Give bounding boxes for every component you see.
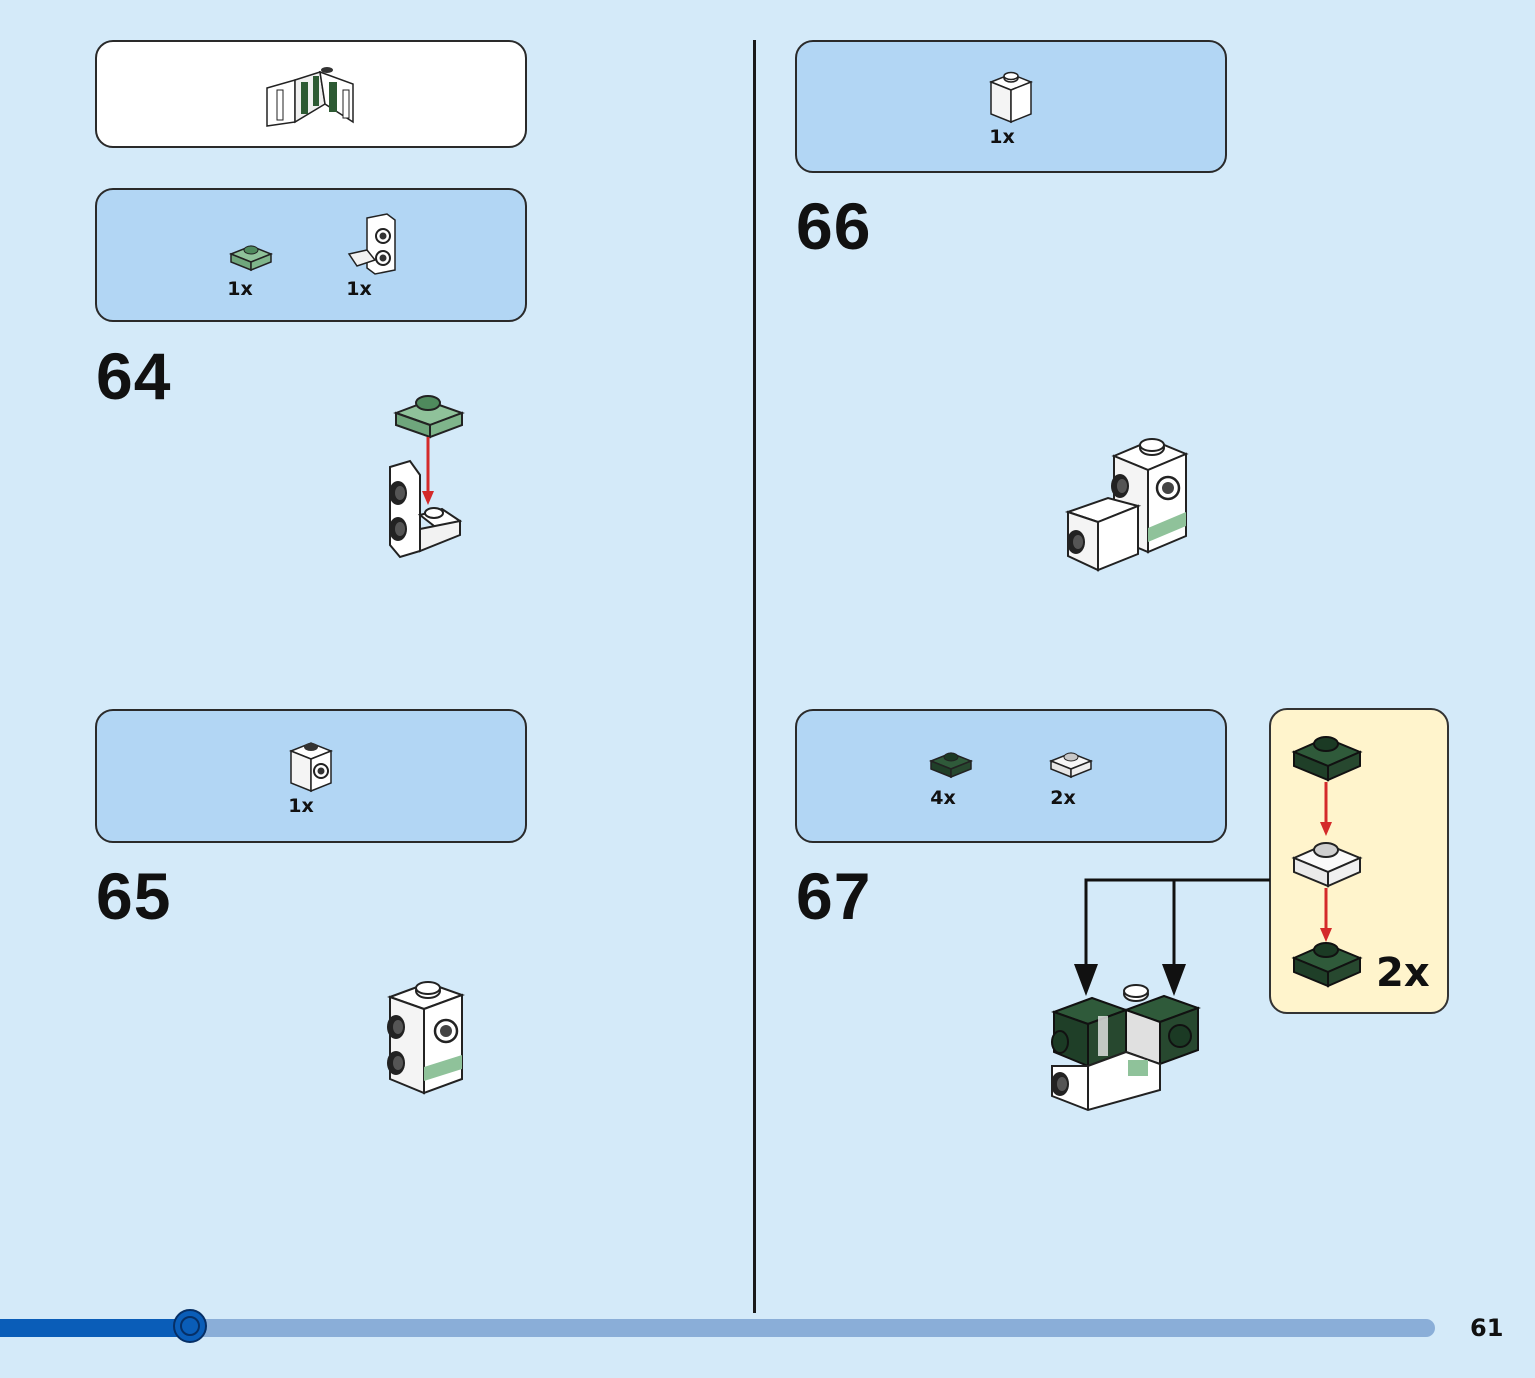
white-brick-1x1-icon — [988, 71, 1034, 124]
page-number: 61 — [1470, 1314, 1504, 1342]
progress-fill — [0, 1319, 192, 1337]
part-qty: 4x — [930, 787, 956, 809]
parts-list-step-66: 1x — [795, 40, 1227, 173]
parts-list-step-65: 1x — [95, 709, 527, 843]
step-number: 64 — [96, 339, 172, 413]
part-qty: 1x — [346, 278, 372, 300]
callout-connector-arrows — [1074, 878, 1270, 996]
subassembly-stack-illustration — [1291, 736, 1363, 988]
progress-bar — [0, 1309, 1435, 1343]
submodel-preview — [95, 40, 527, 148]
parts-list-step-67: 4x 2x — [795, 709, 1227, 843]
progress-knob — [173, 1309, 207, 1343]
part-qty: 1x — [227, 278, 253, 300]
part-qty: 2x — [1050, 787, 1076, 809]
part-qty: 1x — [288, 795, 314, 817]
step-number: 66 — [796, 189, 872, 263]
green-plate-1x1-icon — [228, 245, 274, 272]
white-bracket-icon — [347, 213, 396, 275]
step-64-build-illustration — [389, 395, 465, 559]
transparent-plate-icon — [1048, 752, 1094, 779]
dark-green-plate-icon — [928, 752, 974, 779]
step-65-build-illustration — [387, 981, 465, 1095]
column-divider — [753, 40, 756, 1313]
parts-list-step-64: 1x 1x — [95, 188, 527, 322]
part-qty: 1x — [989, 126, 1015, 148]
step-66-build-illustration — [1064, 438, 1189, 572]
submodel-preview-icon — [266, 67, 354, 127]
step-number: 67 — [796, 859, 872, 933]
white-brick-studs-side-icon — [288, 742, 334, 793]
subassembly-qty: 2x — [1376, 950, 1430, 996]
step-number: 65 — [96, 859, 172, 933]
step-67-build-illustration — [1051, 984, 1201, 1112]
